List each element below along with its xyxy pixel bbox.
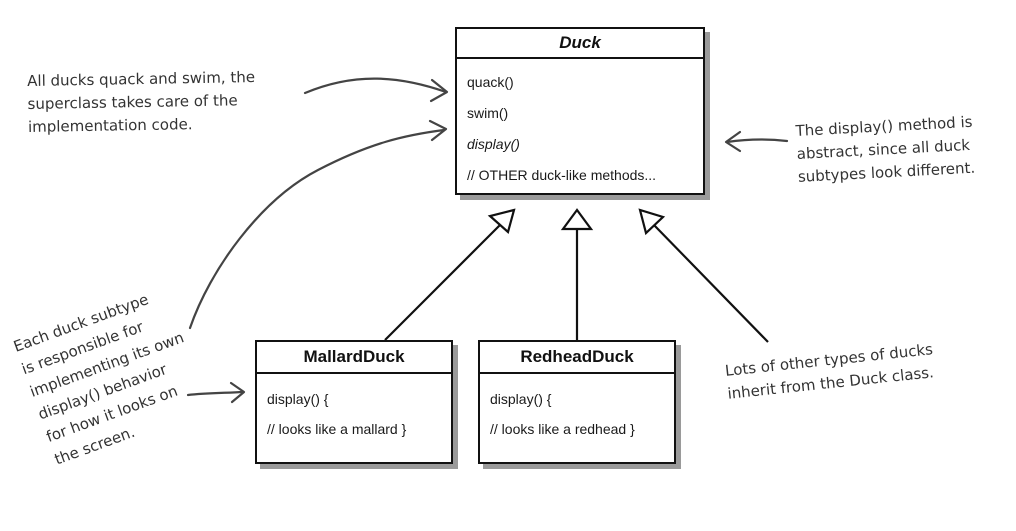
class-redhead-duck-methods: display() { // looks like a redhead } (480, 374, 674, 448)
inheritance-triangle-others (638, 208, 666, 236)
pointer-arrow-top-left-head (429, 78, 449, 103)
inheritance-triangle-mallard (487, 208, 516, 235)
class-redhead-duck-name: RedheadDuck (480, 342, 674, 374)
pointer-arrow-left-long-head (428, 119, 448, 142)
method-quack: quack() (467, 74, 514, 90)
method-other: // OTHER duck-like methods... (467, 167, 657, 183)
note-display-abstract: The display() method is abstract, since … (795, 111, 976, 189)
inheritance-line-others (652, 223, 769, 343)
pointer-arrow-left-short (186, 390, 245, 397)
mallard-method-display: display() { (267, 391, 329, 407)
class-mallard-duck: MallardDuck display() { // looks like a … (255, 340, 453, 464)
pointer-arrow-right (725, 138, 789, 144)
class-duck-methods: quack() swim() display() // OTHER duck-l… (457, 59, 703, 195)
pointer-arrow-right-head (724, 130, 742, 153)
pointer-arrow-left-short-head (229, 381, 246, 404)
redhead-method-comment: // looks like a redhead } (490, 421, 635, 437)
mallard-method-comment: // looks like a mallard } (267, 421, 407, 437)
note-superclass-line: implementation code. (27, 115, 193, 136)
pointer-arrow-left-long (188, 128, 446, 330)
class-duck: Duck quack() swim() display() // OTHER d… (455, 27, 705, 195)
class-mallard-duck-methods: display() { // looks like a mallard } (257, 374, 451, 448)
inheritance-triangle-redhead (560, 208, 594, 231)
note-superclass: All ducks quack and swim, the superclass… (27, 66, 256, 139)
note-superclass-line: superclass takes care of the (27, 91, 238, 113)
redhead-method-display: display() { (490, 391, 552, 407)
class-redhead-duck: RedheadDuck display() { // looks like a … (478, 340, 676, 464)
class-duck-name: Duck (457, 29, 703, 59)
inheritance-line-mallard (384, 219, 506, 341)
method-swim: swim() (467, 105, 509, 121)
class-mallard-duck-name: MallardDuck (257, 342, 451, 374)
method-display-abstract: display() (467, 136, 520, 152)
pointer-arrow-top-left (303, 77, 448, 95)
